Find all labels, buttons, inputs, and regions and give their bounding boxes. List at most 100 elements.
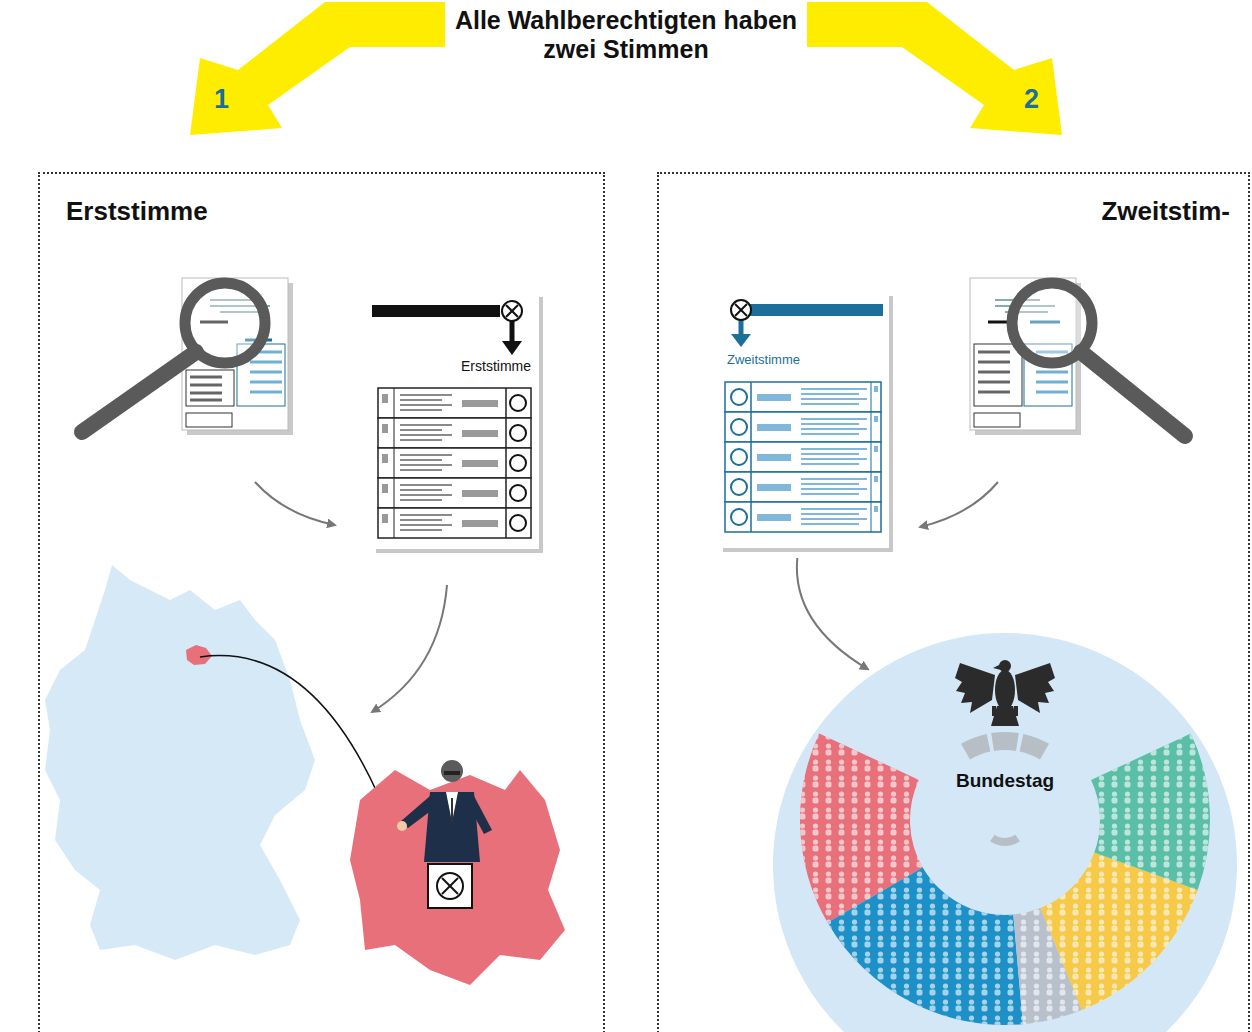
path-shape <box>990 835 1020 846</box>
line-shape <box>394 448 395 478</box>
line-shape <box>400 404 452 406</box>
rect-shape <box>462 490 498 497</box>
rect-shape <box>186 413 232 427</box>
rect-shape <box>874 416 878 422</box>
line-shape <box>801 483 859 485</box>
constituency-large <box>350 770 565 985</box>
line-shape <box>801 403 859 405</box>
line-shape <box>801 463 859 465</box>
line-shape <box>750 412 752 442</box>
circle-shape <box>397 821 407 831</box>
rect-shape <box>874 446 878 452</box>
rect-shape <box>378 388 531 418</box>
line-shape <box>801 523 859 525</box>
line-shape <box>871 472 872 502</box>
line-shape <box>801 428 867 430</box>
g-shape <box>955 660 1055 726</box>
line-shape <box>190 376 222 379</box>
line-shape <box>400 459 442 461</box>
line-shape <box>400 424 452 426</box>
rect-shape <box>874 476 878 482</box>
callout-number: 2 <box>1024 84 1039 114</box>
ellipse-shape <box>995 670 1015 710</box>
rect-shape <box>382 484 388 493</box>
path-shape <box>1020 734 1049 760</box>
line-shape <box>505 478 507 508</box>
rect-shape <box>186 370 234 406</box>
line-shape <box>1036 381 1068 384</box>
polygon-shape <box>993 664 1001 670</box>
line-shape <box>506 305 518 317</box>
path-shape <box>1091 733 1210 890</box>
path-shape <box>828 868 1023 1025</box>
line-shape <box>735 304 747 316</box>
circle-shape <box>510 395 526 411</box>
parliament-drawing <box>770 630 1240 1032</box>
line-shape <box>400 494 452 496</box>
line-shape <box>190 399 222 402</box>
polygon-shape <box>502 341 522 355</box>
line-shape <box>801 458 867 460</box>
rect-shape <box>874 506 878 512</box>
line-shape <box>394 418 395 448</box>
flow-connector <box>797 558 868 669</box>
rect-shape <box>462 430 498 437</box>
line-shape <box>978 371 1010 374</box>
line-shape <box>400 464 452 466</box>
line-shape <box>400 524 452 526</box>
line-shape <box>750 502 752 532</box>
line-shape <box>1036 371 1068 374</box>
line-shape <box>400 409 442 411</box>
line-shape <box>400 429 442 431</box>
line-shape <box>1036 391 1068 394</box>
line-shape <box>394 508 395 538</box>
line-shape <box>442 878 458 894</box>
callout-number: 1 <box>214 84 229 114</box>
line-shape <box>250 371 282 374</box>
shape-label: Erststimme <box>461 358 531 374</box>
line-shape <box>250 381 282 384</box>
rect-shape <box>974 344 1022 406</box>
line-shape <box>394 388 395 418</box>
circle-shape <box>731 389 747 405</box>
line-shape <box>400 514 452 516</box>
line-shape <box>978 391 1010 394</box>
line-shape <box>400 489 442 491</box>
rect-shape <box>725 382 881 412</box>
g-shape <box>190 377 222 400</box>
line-shape <box>801 423 859 425</box>
polygon-shape <box>731 334 751 347</box>
line-shape <box>505 448 507 478</box>
line-shape <box>400 529 442 531</box>
ballot-drawing <box>719 292 893 552</box>
line-shape <box>871 412 872 442</box>
line-shape <box>871 382 872 412</box>
line-shape <box>400 484 452 486</box>
line-shape <box>1081 352 1185 436</box>
line-shape <box>400 499 442 501</box>
rect-shape <box>725 502 881 532</box>
ballot-paper: Erststimme <box>372 293 543 553</box>
circle-shape <box>731 419 747 435</box>
line-shape <box>82 352 196 432</box>
polygon-shape <box>955 663 995 713</box>
yellow-arrow <box>190 2 445 135</box>
constituency-small <box>186 645 212 665</box>
line-shape <box>750 442 752 472</box>
line-shape <box>801 388 867 390</box>
line-shape <box>250 391 282 394</box>
line-shape <box>801 518 867 520</box>
rect-shape <box>378 418 531 448</box>
line-shape <box>801 448 867 450</box>
rect-shape <box>444 771 460 775</box>
yellow-arrow <box>807 2 1062 135</box>
magnified-ballot <box>970 278 1185 436</box>
panel-heading: Erststimme <box>66 196 208 227</box>
flow-arrow <box>255 482 335 525</box>
rect-shape <box>757 424 791 431</box>
line-shape <box>801 393 859 395</box>
circle-shape <box>731 479 747 495</box>
line-shape <box>400 399 442 401</box>
line-shape <box>978 381 1010 384</box>
rect-shape <box>757 484 791 491</box>
